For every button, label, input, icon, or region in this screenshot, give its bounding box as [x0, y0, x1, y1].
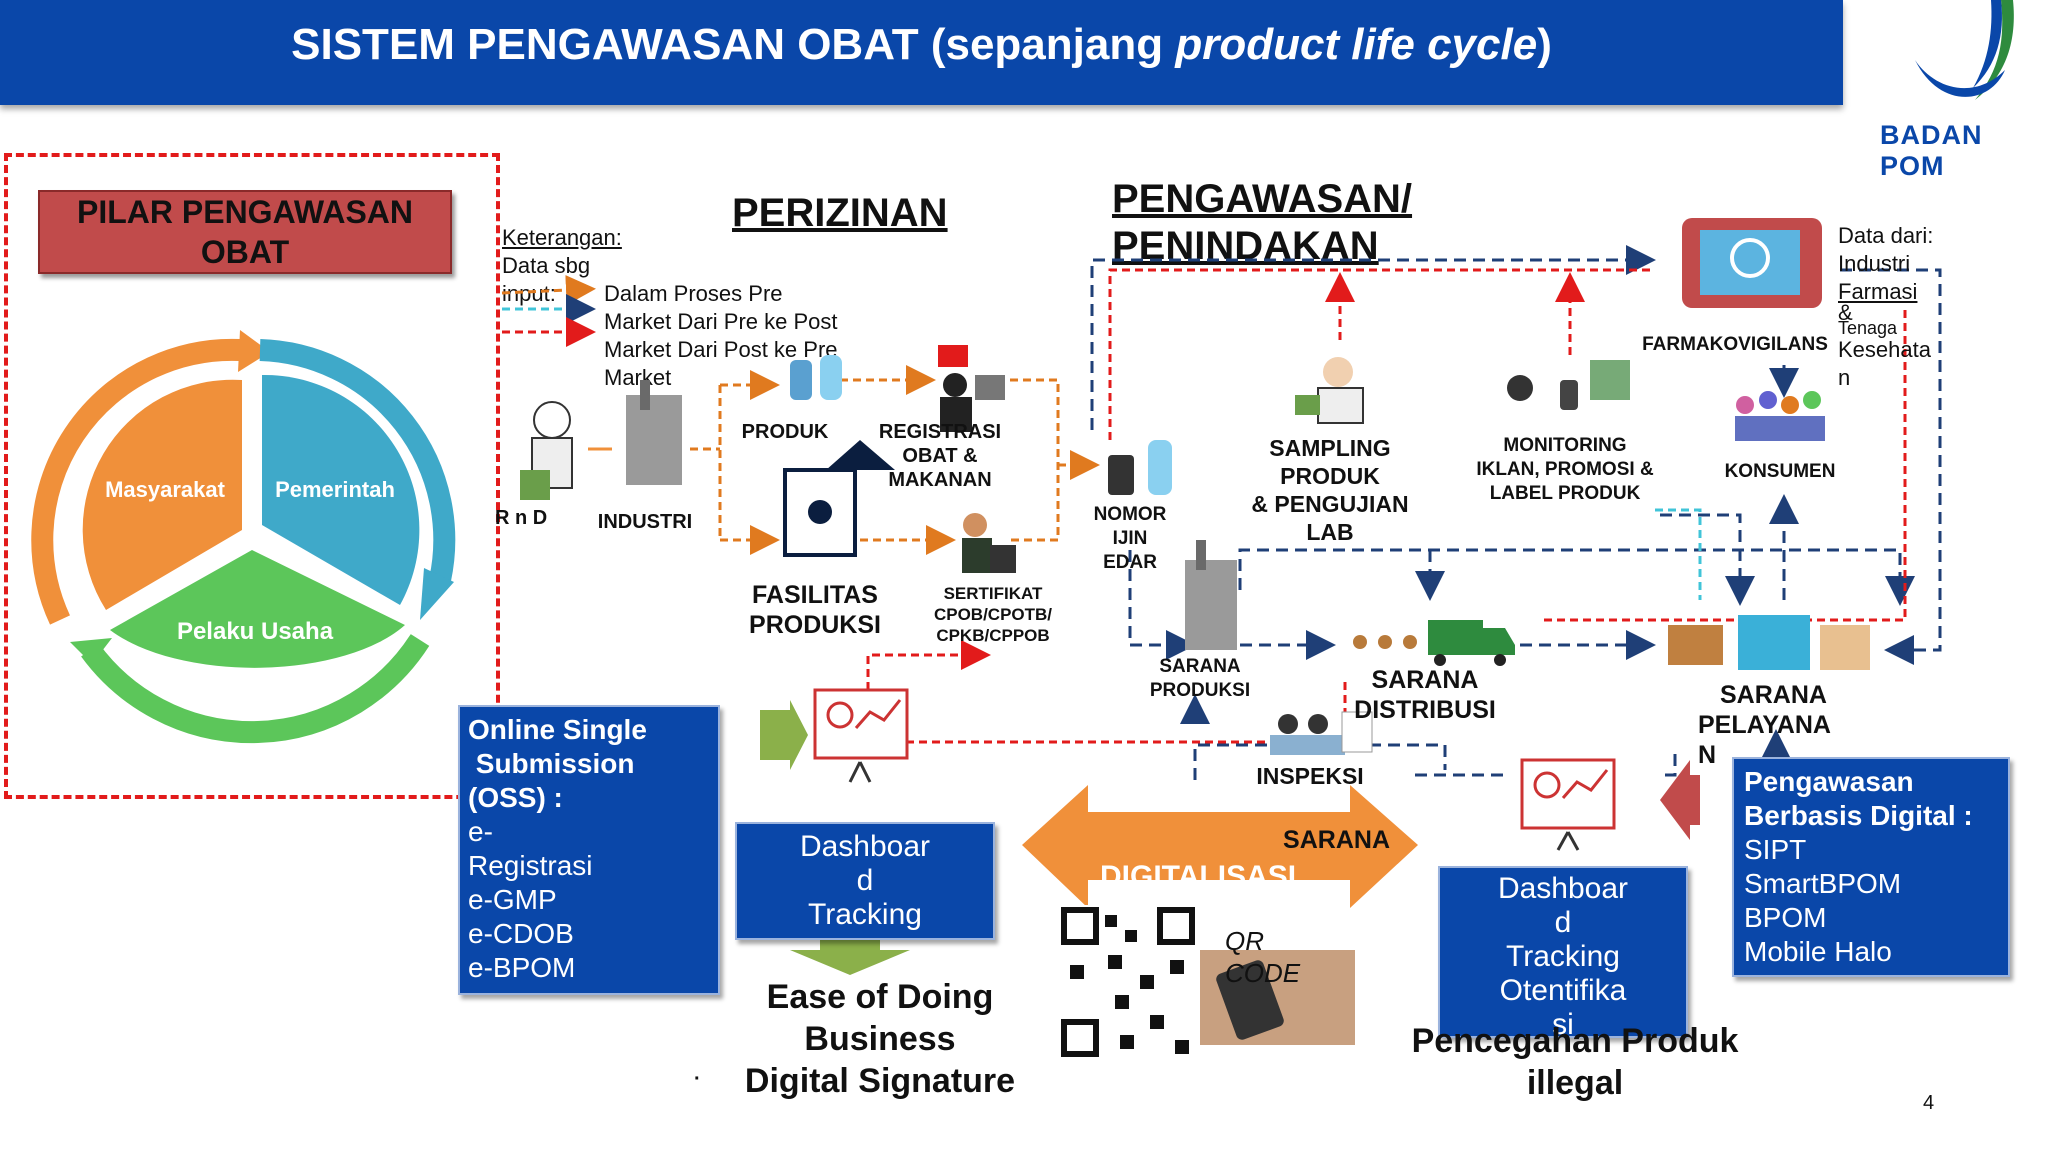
section-pengawasan-1: PENGAWASAN/ [1112, 177, 1413, 221]
label-industri: INDUSTRI [597, 511, 693, 533]
pilar-frame [4, 153, 500, 799]
page-number: 4 [1923, 1092, 1935, 1114]
label-konsumen: KONSUMEN [1724, 461, 1836, 482]
bullet-dot: · [694, 1068, 701, 1090]
pilar-label-masyarakat: Masyarakat [105, 477, 225, 502]
legend-line2: input: [502, 281, 556, 306]
digitalisasi-line2: DIGITALISASI [1100, 862, 1297, 888]
legend-item-2: Market Dari Pre ke Post [604, 309, 838, 334]
pie-pemerintah [262, 374, 420, 605]
pie-masyarakat [82, 379, 242, 610]
pilar-label-pemerintah: Pemerintah [275, 477, 395, 502]
label-produk: PRODUK [741, 421, 829, 443]
monitoring-icon [1507, 360, 1630, 410]
page-title: SISTEM PENGAWASAN OBAT (sepanjang produc… [291, 20, 1552, 69]
left-red-arrow [1660, 760, 1700, 840]
farmakovigilans-icon [1682, 218, 1822, 308]
nomor-icon [1108, 440, 1172, 495]
industri-icon [626, 380, 682, 485]
digitalisasi-arrow [1022, 785, 1418, 908]
legend-line1: Data sbg [502, 253, 591, 278]
legend-arrow-orange [501, 275, 596, 306]
blue-arc [259, 339, 456, 583]
oss-arrow [760, 700, 808, 770]
sertifikat-icon [962, 513, 1016, 573]
pie-pelaku-usaha [110, 550, 405, 668]
sarana-distribusi-icon [1353, 620, 1515, 666]
label-farmakovigilans: FARMAKOVIGILANS [1642, 334, 1828, 355]
label-rnd: R n D [495, 507, 548, 529]
oss-box: Online Single Submission (OSS) : e- Regi… [458, 705, 720, 995]
badan-pom-logo-mark [1915, 0, 2014, 100]
legend-item-4: Market [604, 365, 672, 390]
legend-heading: Keterangan: [502, 225, 622, 250]
title-bar [0, 0, 1843, 105]
qr-photo [1200, 950, 1355, 1045]
orange-arc [31, 338, 241, 625]
fasilitas-icon [783, 440, 895, 557]
dashboard-left-icon [813, 688, 909, 783]
label-inspeksi: INSPEKSI [1256, 763, 1364, 789]
konsumen-icon [1735, 391, 1825, 441]
sarana-pelayanan-icon [1668, 615, 1870, 670]
produk-icon [790, 355, 842, 400]
section-perizinan: PERIZINAN [732, 191, 948, 235]
pilar-label-pelaku-usaha: Pelaku Usaha [176, 618, 334, 645]
pilar-title: PILAR PENGAWASAN OBAT [38, 190, 452, 274]
sampling-icon [1295, 357, 1364, 424]
pilar-cycle-diagram [31, 330, 456, 744]
legend-item-1: Dalam Proses Pre [604, 281, 783, 306]
legend-item-3: Market Dari Post ke Pre [604, 337, 838, 362]
sarana-produksi-icon [1185, 540, 1237, 650]
registrasi-icon [938, 345, 1005, 432]
rnd-icon [520, 401, 573, 500]
inspeksi-icon [1270, 711, 1373, 755]
digitalisasi-line1: SARANA [1283, 826, 1390, 854]
qr-code-icon [1060, 905, 1200, 1060]
green-arc [81, 634, 430, 744]
pengawasan-digital-box: Pengawasan Berbasis Digital : SIPT Smart… [1732, 757, 2010, 977]
dashboard-right-icon [1520, 758, 1616, 851]
logo-text: BADAN POM [1880, 120, 1983, 181]
